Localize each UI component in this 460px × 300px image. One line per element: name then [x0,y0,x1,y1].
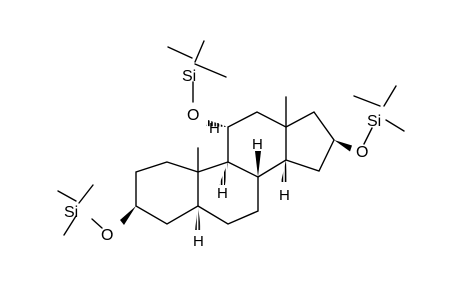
oxygen-label-top: O [187,107,199,124]
si-left-me1 [57,190,77,202]
hash-bond-c11-o [206,120,228,127]
ring-b [197,161,259,225]
si-top-me1 [167,46,193,59]
skeleton-bonds [57,40,405,236]
wedge-bond-c16-o [334,140,352,152]
hydrogen-label-c14: H [279,187,290,204]
silicon-label-right: Si [367,113,381,130]
wedge-bond-c8-h [255,151,261,177]
si-left-me3 [63,215,77,236]
hydrogen-label-c8: H [252,136,263,153]
si-right-me3 [385,119,405,132]
ring-d [285,111,335,172]
hash-bond-c9-h [219,162,228,185]
wedge-bond-c3-o [120,206,136,225]
si-top-me3 [194,40,205,63]
stereo-bonds [120,120,352,230]
si-top-me2 [194,63,227,78]
hydrogen-label-c5: H [193,233,204,250]
si-o-left [91,218,103,229]
atom-labels: Si O H Si O H H H Si O H [64,68,381,250]
si-o-right [363,127,373,145]
si-right-me2 [383,85,397,107]
ring-a [135,161,199,225]
ring-c [227,111,287,178]
hydrogen-label-c11: H [209,120,220,137]
si-right-me1 [353,95,381,107]
silicon-label-top: Si [182,68,196,85]
oxygen-label-right: O [356,144,368,161]
oxygen-label-left: O [101,227,113,244]
si-left-me2 [78,184,94,204]
silicon-label-left: Si [64,204,78,221]
hash-bond-c5-h [195,206,201,230]
hydrogen-label-c9: H [217,185,228,202]
hash-bond-c14-h [281,160,287,182]
